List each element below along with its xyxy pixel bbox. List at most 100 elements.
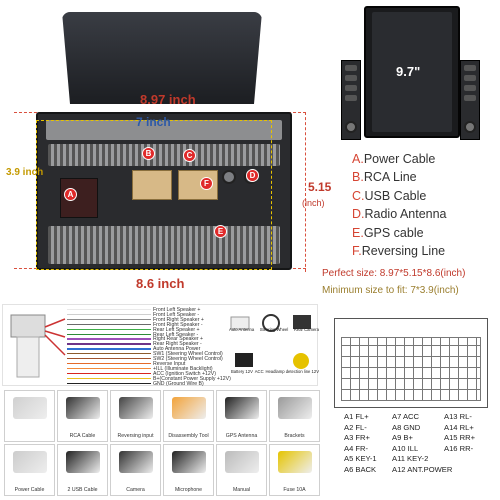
pinout-diagram [334, 318, 488, 408]
wire-label: Right Rear Speaker + [153, 336, 204, 343]
accessory-item: GPS Antenna [216, 390, 267, 442]
marker-a: A [64, 188, 77, 201]
pin-cell: A11 KEY-2 [392, 454, 429, 464]
perfect-size-note: Perfect size: 8.97*5.15*8.6(inch) [322, 268, 466, 279]
wire-line [67, 353, 151, 355]
accessory-caption: Disassembly Tool [168, 433, 209, 439]
wire-label: Rear Left Speaker + [153, 326, 200, 333]
wire-label: +ILL (Illuminate Backlight) [153, 365, 213, 372]
accessory-caption: Power Cable [14, 487, 45, 493]
wire-line [67, 309, 151, 311]
marker-e: E [214, 225, 227, 238]
accessory-item: Fuse 10A [269, 444, 320, 496]
wire-line [67, 358, 151, 360]
pin-cell: A15 RR+ [444, 433, 476, 443]
wire-line [67, 382, 151, 384]
connector-row [48, 144, 280, 166]
wiring-diagram: Front Left Speaker +Front Left Speaker -… [2, 304, 319, 387]
wire-label: Reverse Input [153, 360, 186, 367]
wire-line [67, 318, 151, 321]
accessory-item: Brackets [269, 390, 320, 442]
accessory-picture-icon [278, 451, 312, 473]
wire-label: Front Right Speaker - [153, 321, 203, 328]
unit-chassis [36, 112, 292, 270]
height-right-unit: (inch) [302, 198, 325, 208]
wire-label: Rear Right Speaker - [153, 341, 202, 348]
connector-row [48, 246, 280, 264]
pin-cell: A13 RL- [444, 412, 472, 421]
pin-cell: A6 BACK [344, 464, 377, 474]
wire-label: SW1 (Steering Wheel Control) [153, 351, 223, 358]
front-device [364, 6, 460, 138]
unit-rear-view: 8.97 inch 7 inch 3.9 inch A B C D E F 8.… [0, 0, 340, 300]
pin-cell: A14 RL+ [444, 422, 474, 432]
wire-line [67, 367, 151, 370]
marker-b: B [142, 147, 155, 160]
accessory-caption: Fuse 10A [283, 487, 306, 493]
accessory-caption: Camera [126, 487, 145, 493]
wire-line [67, 313, 151, 316]
legend-item: C.USB Cable [352, 188, 427, 203]
pin-row: A5 KEY-1 A11 KEY-2 [344, 454, 475, 465]
wire-label: Rear Left Speaker - [153, 331, 199, 338]
accessories-grid: RCA Cable Reversing input Disassembly Tool… [4, 390, 326, 496]
wire-line [67, 348, 151, 350]
accessory-item: Disassembly Tool [163, 390, 214, 442]
legend-item: F.Reversing Line [352, 244, 446, 259]
marker-c: C [183, 149, 196, 162]
accessory-picture-icon [225, 451, 259, 473]
accessory-picture-icon [278, 397, 312, 419]
front-screen [372, 12, 452, 132]
wire-label: Front Left Speaker + [153, 307, 201, 313]
pin-cell: A2 FL- [344, 422, 367, 432]
peripheral-icons [230, 314, 311, 369]
minimum-size-note: Minimum size to fit: 7*3.9(inch) [322, 285, 459, 296]
pin-cell: A8 GND [392, 422, 421, 432]
marker-f: F [200, 177, 213, 190]
accessory-picture-icon [13, 397, 47, 419]
accessory-caption: 2 USB Cable [67, 487, 98, 493]
harness-connector-icon [10, 314, 66, 378]
pin-cell: A9 B+ [392, 433, 413, 443]
accessory-caption: Manual [232, 487, 250, 493]
tune-knob-icon [464, 121, 476, 133]
accessory-picture-icon [172, 451, 206, 473]
volume-knob-icon [345, 121, 357, 133]
pin-cell: A4 FR- [344, 443, 369, 453]
accessory-item: RCA Cable [57, 390, 108, 442]
width-label: 8.97 inch [140, 92, 196, 107]
wire-label: ACC (Ignition Switch +12V) [153, 370, 216, 377]
accessory-picture-icon [225, 397, 259, 419]
side-button-panel-left [341, 60, 361, 140]
wire-line [67, 362, 151, 365]
accessory-caption: Reversing input [117, 433, 154, 439]
wire-line [67, 372, 151, 375]
wire-line [67, 323, 151, 326]
accessory-item [4, 390, 55, 442]
height-right-label: 5.15 [308, 180, 332, 194]
screen-back-panel [62, 12, 262, 104]
accessory-caption: Microphone [174, 487, 203, 493]
accessory-picture-icon [13, 451, 47, 473]
screen-size-label: 9.7" [396, 64, 421, 79]
legend-item: E.GPS cable [352, 225, 424, 240]
bottom-width-label: 8.6 inch [136, 276, 185, 291]
marker-d: D [246, 169, 259, 182]
pin-grid [341, 337, 481, 401]
accessory-picture-icon [119, 451, 153, 473]
wire-line [67, 328, 151, 330]
pin-cell: A16 RR- [444, 443, 474, 453]
accessory-picture-icon [172, 397, 206, 419]
wire-label: B+(Constant Power Supply +12V) [153, 375, 231, 382]
accessory-item: Microphone [163, 444, 214, 496]
accessory-item: Manual [216, 444, 267, 496]
pin-cell: A5 KEY-1 [344, 454, 377, 464]
wire-label: Auto Antenna Power [153, 346, 201, 353]
accessory-caption: RCA Cable [69, 433, 96, 439]
